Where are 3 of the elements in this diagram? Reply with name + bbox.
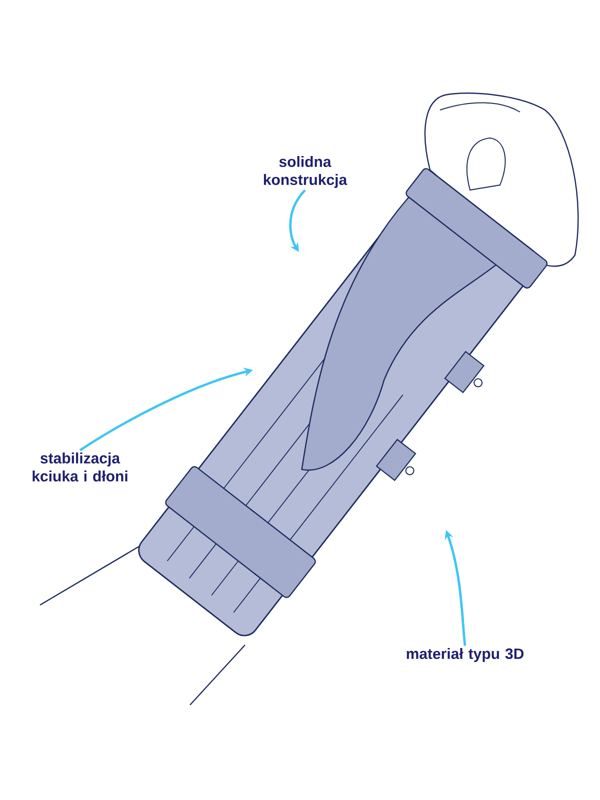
callout-text: stabilizacja kciuka i dłoni xyxy=(32,452,128,482)
callout-text: materiał typu 3D xyxy=(406,648,524,662)
callout-text: solidna konstrukcja xyxy=(264,156,348,188)
